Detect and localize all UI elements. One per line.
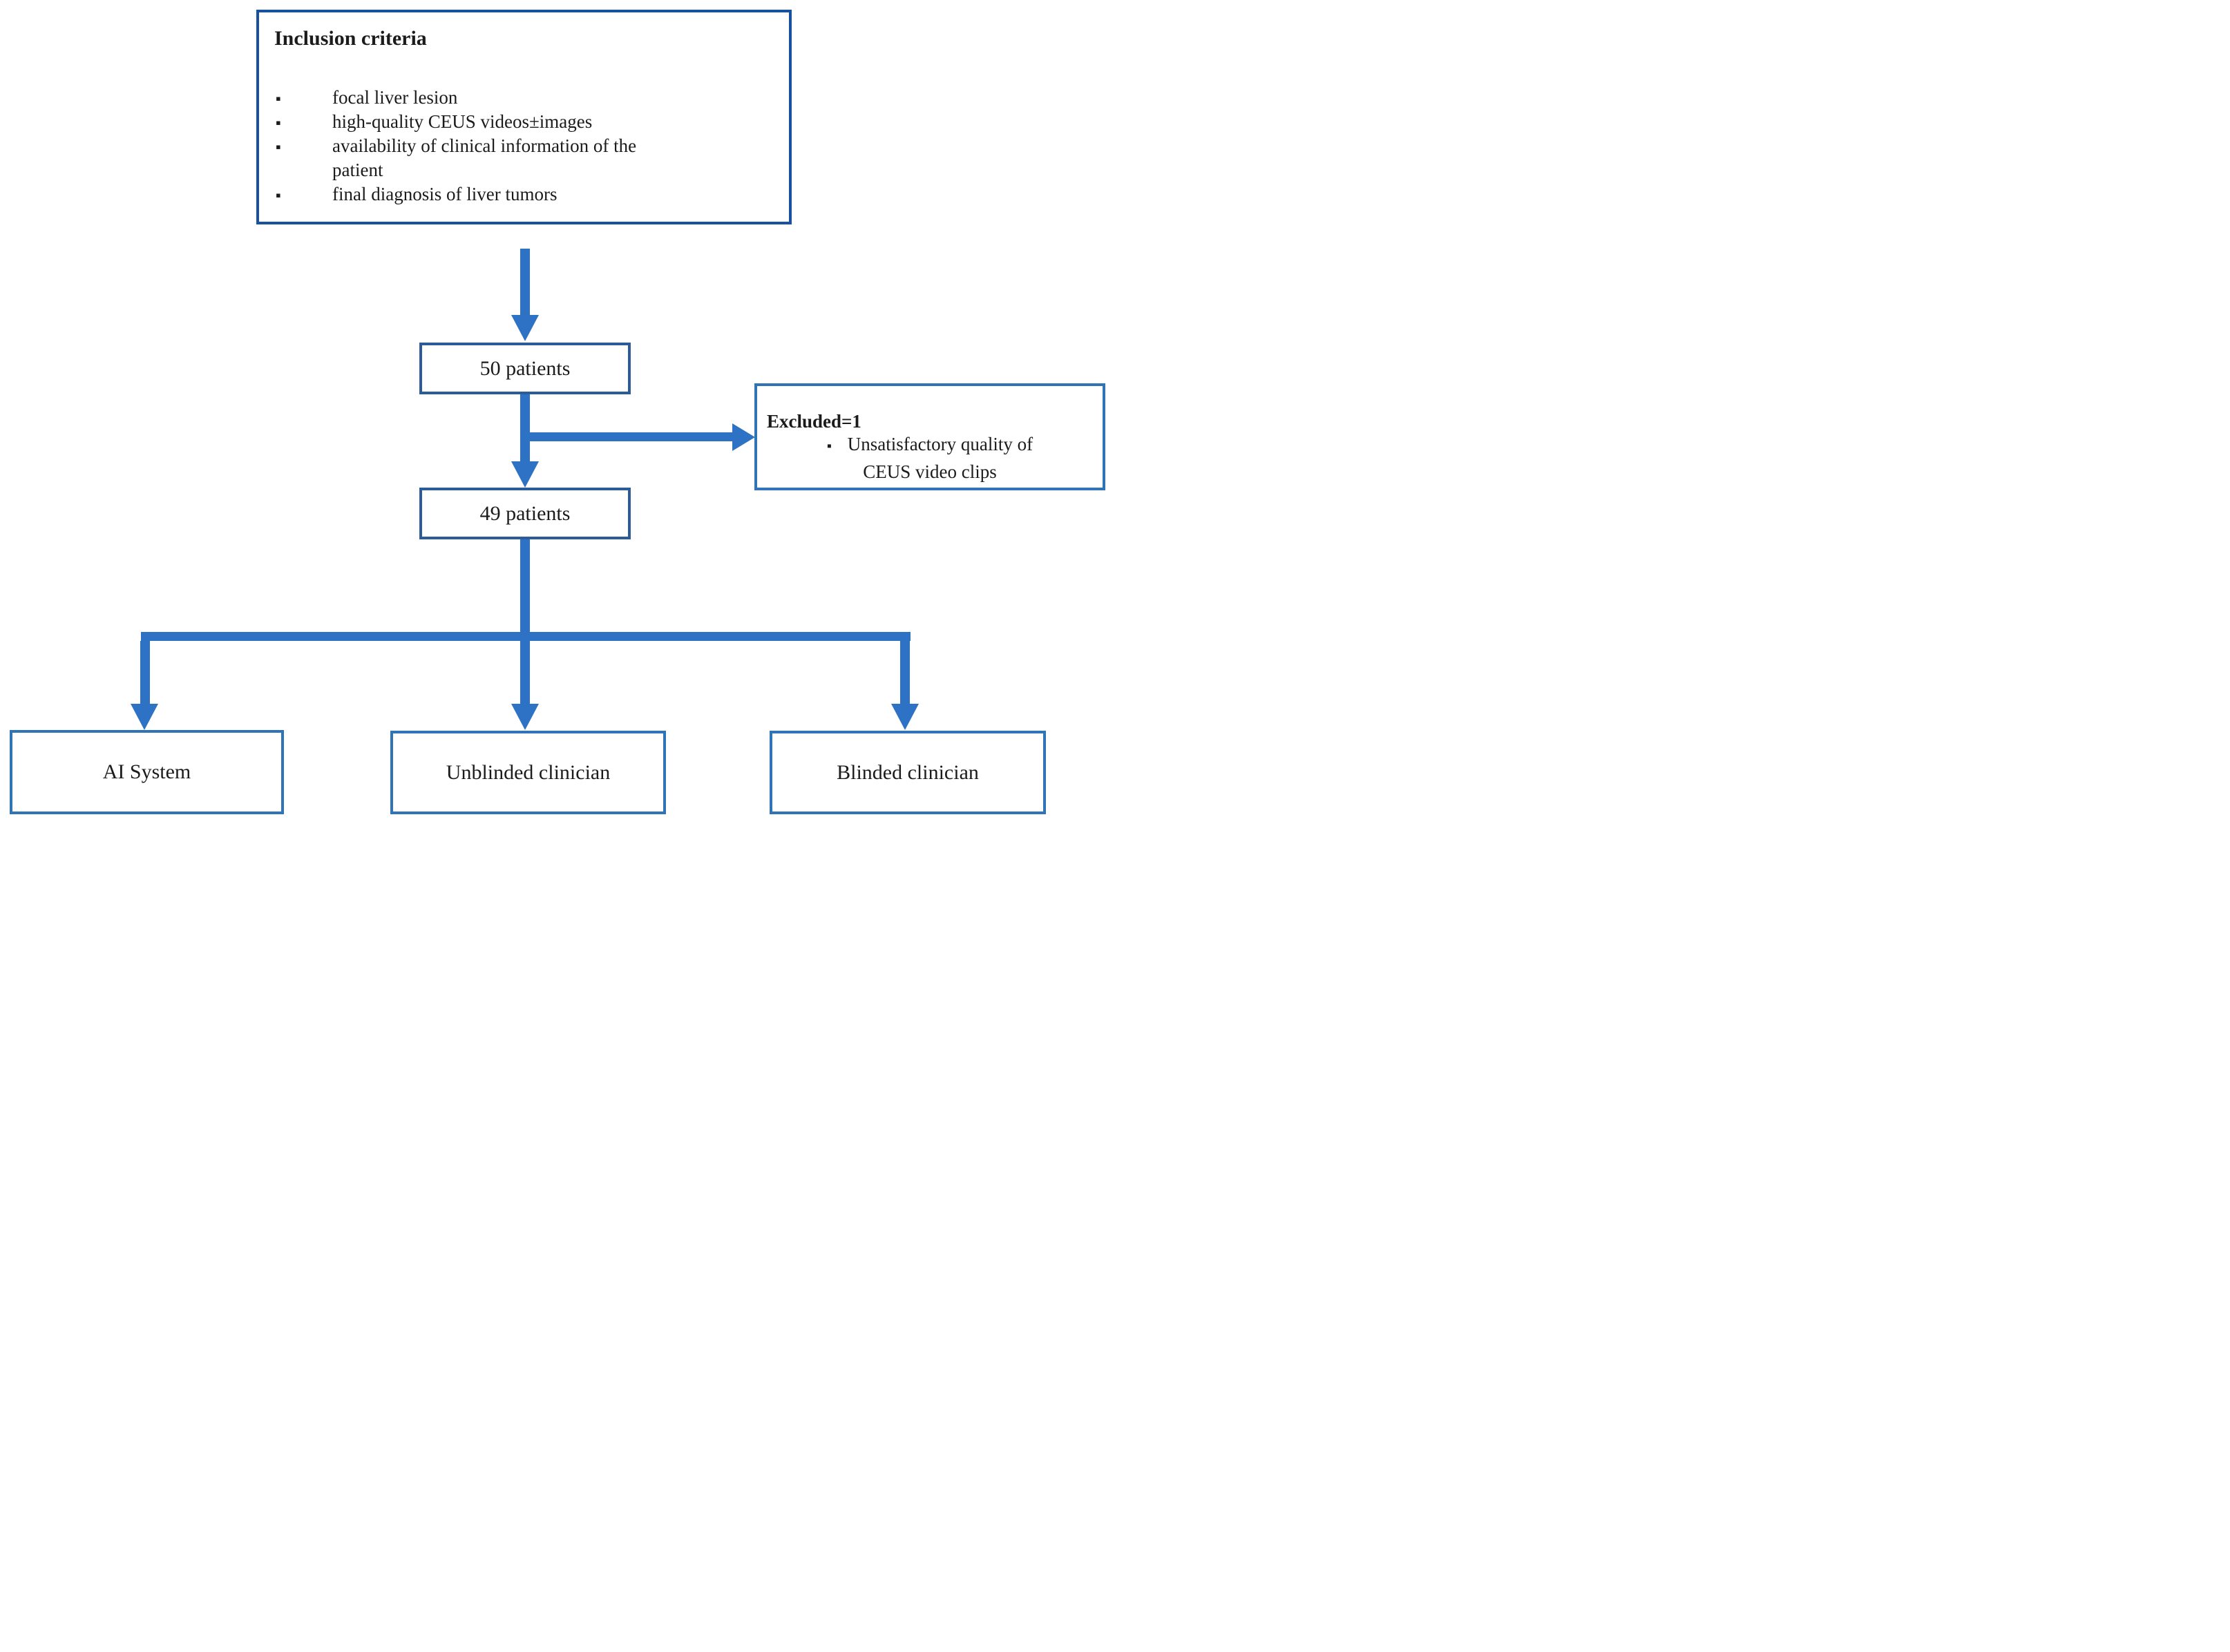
outcome-label: Unblinded clinician [446, 760, 611, 784]
square-bullet-icon: ▪ [276, 138, 281, 155]
list-item: ▪ high-quality CEUS videos±images [259, 110, 789, 134]
list-item: ▪ focal liver lesion [259, 86, 789, 110]
arrow-shaft-50-to-49 [520, 394, 530, 463]
excluded-reason-text: CEUS video clips [863, 461, 997, 482]
list-item-continuation: ▪ patient [259, 158, 789, 182]
arrowhead-right-icon [732, 423, 755, 451]
square-bullet-icon: ▪ [276, 186, 281, 204]
excluded-reason-text: Unsatisfactory quality of [847, 434, 1033, 454]
list-item: ▪ final diagnosis of liver tumors [259, 182, 789, 206]
list-item-text: availability of clinical information of … [332, 135, 637, 156]
list-item-text: focal liver lesion [332, 87, 458, 108]
square-bullet-icon: ▪ [276, 114, 281, 131]
list-item: ▪ availability of clinical information o… [259, 134, 789, 158]
arrow-shaft-branch-to-excluded [525, 432, 732, 441]
excluded-box: Excluded=1 ▪ Unsatisfactory quality of C… [754, 383, 1105, 490]
flowchart-canvas: Inclusion criteria ▪ focal liver lesion … [0, 0, 1115, 826]
distribution-line [141, 632, 911, 641]
node-label: 49 patients [479, 501, 571, 525]
square-bullet-icon: ▪ [276, 90, 281, 107]
arrowhead-down-icon [511, 315, 539, 341]
arrowhead-down-icon [891, 704, 919, 730]
arrow-shaft-49-to-distribution [520, 539, 530, 632]
list-item-text: high-quality CEUS videos±images [332, 111, 593, 132]
arrowhead-down-icon [131, 704, 158, 730]
arrow-shaft-to-blinded [900, 641, 910, 704]
inclusion-criteria-title: Inclusion criteria [274, 27, 427, 50]
node-label: 50 patients [479, 356, 571, 380]
arrowhead-down-icon [511, 704, 539, 730]
arrowhead-down-icon [511, 461, 539, 488]
outcome-box-blinded-clinician: Blinded clinician [770, 731, 1046, 814]
excluded-title: Excluded=1 [767, 411, 861, 432]
inclusion-criteria-box: Inclusion criteria ▪ focal liver lesion … [256, 10, 792, 224]
outcome-label: AI System [102, 760, 191, 783]
outcome-label: Blinded clinician [837, 760, 979, 784]
node-49-patients: 49 patients [419, 488, 631, 539]
arrow-shaft-inclusion-to-50 [520, 249, 530, 316]
list-item-text: final diagnosis of liver tumors [332, 184, 558, 204]
excluded-reason-line1: ▪ Unsatisfactory quality of [757, 432, 1103, 459]
outcome-box-ai-system: AI System [10, 730, 284, 814]
inclusion-criteria-list: ▪ focal liver lesion ▪ high-quality CEUS… [259, 86, 789, 206]
arrow-shaft-to-ai [140, 641, 150, 704]
excluded-reason-line2: CEUS video clips [757, 459, 1103, 485]
list-item-text: patient [332, 160, 383, 180]
outcome-box-unblinded-clinician: Unblinded clinician [390, 731, 666, 814]
arrow-shaft-to-unblinded [520, 641, 530, 704]
node-50-patients: 50 patients [419, 343, 631, 394]
square-bullet-icon: ▪ [826, 439, 832, 454]
